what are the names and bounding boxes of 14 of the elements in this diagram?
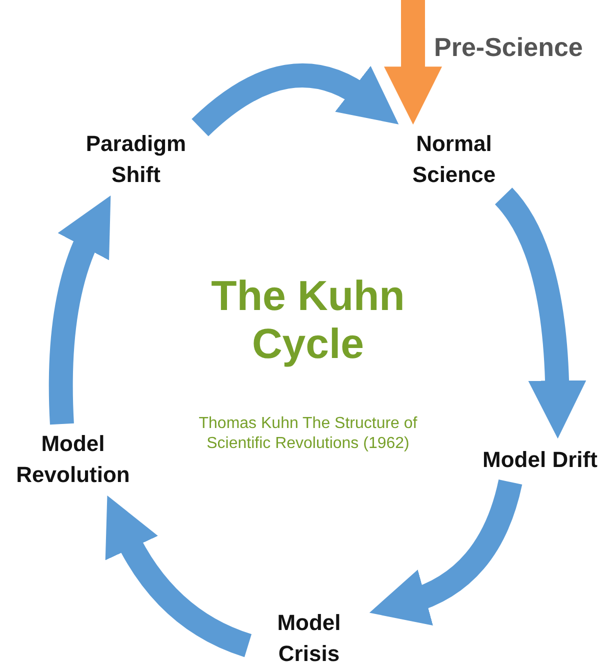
stage-label: Model Crisis: [276, 609, 342, 668]
stage-label: Model Revolution: [15, 430, 131, 489]
curved-arrow: [370, 479, 522, 624]
curved-arrow: [106, 496, 252, 657]
curved-arrow: [494, 188, 586, 439]
curved-arrow: [48, 194, 110, 425]
curved-arrow: [192, 64, 400, 136]
title: The Kuhn Cycle: [210, 272, 406, 369]
curved-arrow: [384, 0, 442, 125]
citation-note: Thomas Kuhn The Structure of Scientific Revolutions (1962): [198, 414, 418, 454]
stage-label: Paradigm Shift: [84, 130, 188, 189]
stage-label: Normal Science: [411, 130, 497, 189]
stage-label: Model Drift: [482, 446, 598, 474]
edge-label: Pre-Science: [434, 32, 583, 63]
